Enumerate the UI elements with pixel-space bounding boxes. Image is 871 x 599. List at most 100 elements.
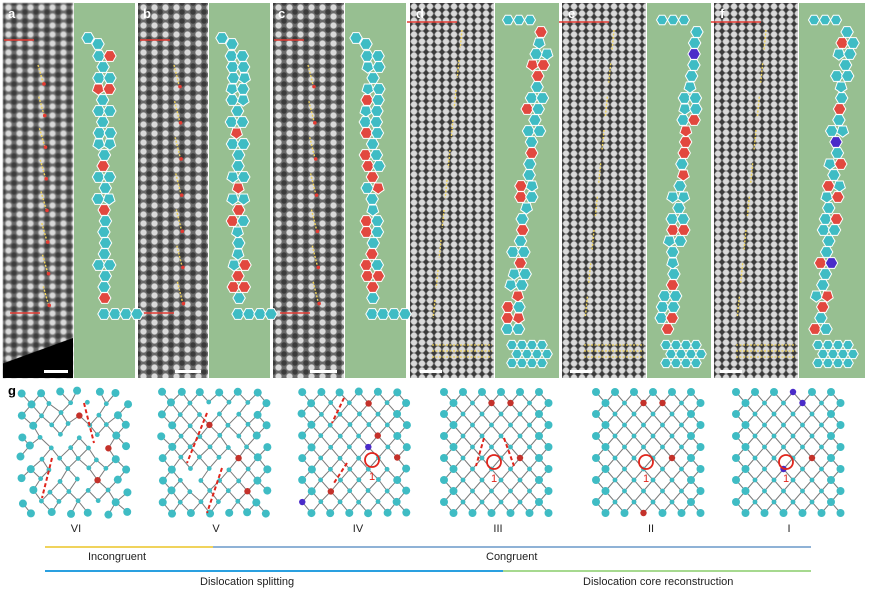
carbon-atom: [611, 388, 619, 396]
atomic-bond: [662, 413, 673, 426]
carbon-atom: [440, 454, 448, 462]
carbon-atom: [298, 388, 307, 397]
carbon-atom: [460, 411, 466, 417]
atomic-bond: [671, 413, 682, 426]
atomic-bond: [811, 402, 822, 415]
hexagon-ring: [668, 290, 683, 302]
hexagon-ring: [832, 48, 846, 61]
hexagon-ring: [97, 226, 111, 238]
atomic-bond: [519, 468, 530, 481]
atomic-bond: [189, 425, 201, 437]
carbon-atom: [105, 487, 111, 493]
dislocation-core-dot: [178, 84, 182, 89]
dislocation-dash: [310, 209, 318, 230]
hexagon-ring: [832, 357, 844, 369]
carbon-atom: [601, 399, 610, 407]
pentagon-heptagon-ring: [97, 204, 111, 216]
carbon-atom: [762, 400, 767, 406]
atomic-bond: [39, 436, 52, 449]
carbon-atom: [195, 388, 204, 397]
carbon-atom: [535, 476, 543, 484]
dislocation-core-dot: [313, 157, 318, 161]
hexagon-ring: [102, 259, 117, 271]
carbon-atom: [178, 433, 184, 439]
pentagon-heptagon-ring: [676, 169, 690, 182]
carbon-atom: [449, 443, 458, 451]
atomic-bond: [764, 446, 775, 459]
carbon-atom: [732, 498, 740, 506]
dislocation-core-dot: [45, 208, 49, 213]
atomic-bond: [68, 478, 78, 492]
hexagon-ring: [675, 158, 689, 170]
dislocation-core-dot: [314, 193, 319, 197]
atomic-bond: [783, 479, 794, 492]
carbon-atom: [253, 453, 262, 462]
atomic-bond: [811, 468, 822, 481]
hexagon-ring: [507, 268, 521, 281]
carbon-atom: [74, 476, 80, 482]
carbon-atom: [245, 421, 251, 427]
panel-label-d: d: [416, 6, 424, 21]
hexagon-ring: [526, 339, 538, 351]
atomic-bond: [358, 490, 369, 503]
hexagon-ring: [130, 308, 144, 320]
hexagon-ring: [814, 312, 828, 324]
hexagon-ring: [98, 237, 113, 249]
carbon-atom: [123, 488, 132, 497]
hexagon-ring: [236, 94, 250, 107]
hexagon-ring: [829, 136, 843, 148]
carbon-atom: [827, 476, 835, 484]
carbon-atom: [317, 388, 326, 397]
hexagon-ring: [685, 348, 697, 360]
hexagon-ring: [677, 191, 691, 204]
hexagon-ring: [532, 37, 546, 50]
hexagon-ring: [513, 235, 528, 247]
carbon-atom: [393, 388, 402, 397]
atomic-bond: [462, 413, 473, 426]
carbon-atom: [535, 454, 543, 462]
hexagon-ring: [680, 339, 692, 351]
carbon-atom: [67, 509, 76, 518]
atomic-bond: [773, 413, 784, 426]
atomic-bond: [671, 435, 682, 448]
hexagon-ring: [370, 226, 385, 238]
carbon-atom: [75, 456, 81, 461]
carbon-atom: [245, 400, 251, 405]
hexagon-ring: [369, 116, 384, 128]
carbon-atom: [679, 422, 684, 428]
hexagon-ring: [366, 292, 380, 304]
atomic-bond: [802, 468, 813, 481]
carbon-atom: [347, 466, 353, 472]
carbon-atom: [29, 421, 38, 430]
carbon-atom: [650, 499, 656, 505]
pentagon-heptagon-ring: [660, 323, 675, 335]
carbon-atom: [26, 465, 35, 474]
hexagon-ring: [536, 357, 548, 369]
hexagon-ring: [688, 92, 703, 104]
carbon-atom: [17, 389, 26, 398]
hexagon-ring: [231, 248, 245, 261]
hexagon-ring: [662, 235, 676, 248]
atomic-bond: [500, 490, 511, 503]
dislocation-dash: [450, 119, 454, 139]
atomic-bond: [500, 457, 511, 470]
atomic-bond: [662, 479, 673, 492]
carbon-atom: [253, 410, 262, 419]
hexagon-ring: [689, 103, 703, 115]
atomic-bond: [339, 490, 351, 503]
carbon-atom: [506, 509, 515, 517]
hexagon-ring: [666, 14, 680, 26]
atomic-bond: [671, 490, 682, 503]
atomic-bond: [754, 413, 765, 426]
carbon-atom: [47, 508, 56, 517]
carbon-atom: [58, 410, 64, 415]
carbon-atom: [68, 445, 74, 451]
dislocation-dash: [432, 299, 436, 319]
carbon-atom: [113, 411, 122, 420]
atomic-bond: [519, 424, 530, 437]
defect-atom: [244, 488, 251, 495]
carbon-atom: [215, 388, 224, 397]
carbon-atom: [157, 432, 166, 441]
carbon-atom: [696, 443, 705, 451]
pentagon-heptagon-ring: [231, 204, 246, 216]
